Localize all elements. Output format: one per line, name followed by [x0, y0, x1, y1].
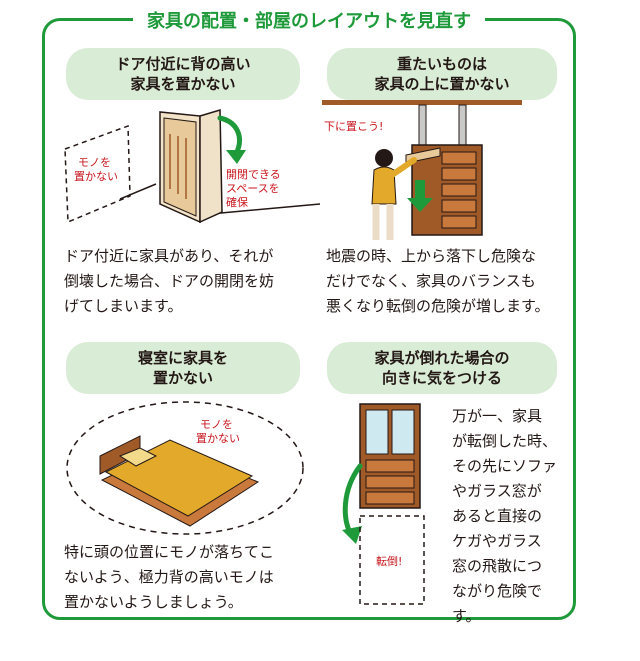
body-direction-line-9: す。 — [452, 607, 481, 625]
bed-pillow — [118, 447, 158, 467]
fall-landing-area — [359, 515, 425, 605]
person-arm — [389, 157, 417, 178]
body-door-line-2: 倒壊した場合、ドアの開閉を妨 — [64, 272, 275, 290]
door-panel — [199, 108, 223, 224]
no-objects-dashed-ellipse — [66, 401, 304, 535]
label-no-objects-bedroom-1: モノを — [200, 418, 233, 431]
drawer-4 — [441, 199, 477, 213]
glass-door-left — [365, 409, 389, 455]
cabinet-slats — [169, 134, 187, 199]
ceiling — [322, 100, 522, 105]
body-direction-line-5: あると直接の — [452, 507, 543, 525]
drawer-1 — [441, 151, 477, 165]
person-legs — [372, 204, 394, 240]
label-no-objects-bedroom-2: 置かない — [196, 432, 240, 445]
fall-arrowhead — [342, 526, 362, 544]
label-no-objects-door-1: モノを — [78, 156, 111, 169]
cabinet-drawer-1 — [365, 459, 415, 473]
body-door: ドア付近に家具があり、それが 倒壊した場合、ドアの開閉を妨 げてしまいます。 — [64, 244, 314, 319]
body-bedroom-line-2: ないよう、極力背の高いモノは — [64, 568, 274, 586]
heading-direction-line-1: 家具が倒れた場合の — [374, 349, 510, 367]
body-direction: 万が一、家具 が転倒した時、 その先にソファ やガラス窓が あると直接の ケガや… — [452, 404, 568, 629]
body-heavy: 地震の時、上から落下し危険な だけでなく、家具のバランスも 悪くなり転倒の危険が… — [326, 244, 576, 319]
door-swing-arrowhead — [226, 150, 246, 164]
body-direction-line-1: 万が一、家具 — [452, 407, 543, 425]
heavy-illustration: 下に置こう! — [322, 100, 522, 240]
drawer-3 — [441, 183, 477, 197]
person-head — [375, 149, 393, 167]
tension-rod-left — [418, 104, 427, 146]
heading-direction-line-2: 向きに気をつける — [381, 369, 502, 387]
body-bedroom-line-1: 特に頭の位置にモノが落ちてこ — [64, 543, 275, 561]
label-space-3: 確保 — [226, 195, 248, 209]
no-objects-dashed-area — [64, 124, 131, 224]
content-frame: 家具の配置・部屋のレイアウトを見直す — [42, 7, 576, 620]
heading-bedroom-line-2: 置かない — [152, 369, 213, 387]
bedroom-illustration: モノを 置かない — [66, 401, 304, 535]
label-no-objects-door-2: 置かない — [74, 170, 118, 183]
cabinet-drawer-3 — [365, 491, 415, 505]
body-door-line-3: げてしまいます。 — [64, 297, 183, 315]
body-direction-line-8: ながり危険で — [452, 582, 543, 600]
label-fall: 転倒! — [376, 555, 402, 568]
glass-door-right — [391, 409, 415, 455]
body-bedroom-line-3: 置かないようしましょう。 — [64, 593, 243, 611]
heading-heavy-line-1: 重たいものは — [396, 55, 487, 73]
page-title: 家具の配置・部屋のレイアウトを見直す — [133, 7, 485, 33]
body-direction-line-4: やガラス窓が — [452, 482, 542, 500]
heading-door-line-1: ドア付近に背の高い — [115, 55, 251, 73]
door-illustration: モノを 置かない 開閉できる スペースを 確保 — [64, 108, 321, 224]
label-put-down: 下に置こう! — [324, 120, 383, 133]
body-heavy-line-1: 地震の時、上から落下し危険な — [326, 247, 537, 265]
floor-line-right — [209, 203, 321, 215]
heading-door: ドア付近に背の高い 家具を置かない — [66, 48, 300, 100]
drawer-2 — [441, 167, 477, 181]
cabinet — [163, 117, 197, 217]
heading-bedroom: 寝室に家具を 置かない — [66, 342, 300, 394]
body-bedroom: 特に頭の位置にモノが落ちてこ ないよう、極力背の高いモノは 置かないようしましょ… — [64, 540, 314, 615]
heading-heavy-line-2: 家具の上に置かない — [374, 75, 510, 93]
drawer-5 — [441, 215, 477, 229]
door-swing-arrow — [217, 115, 242, 157]
body-heavy-line-3: 悪くなり転倒の危険が増します。 — [326, 297, 550, 315]
cabinet-drawer-2 — [365, 475, 415, 489]
body-direction-line-7: 窓の飛散につ — [452, 557, 543, 575]
label-space-1: 開閉できる — [226, 168, 281, 181]
body-heavy-line-2: だけでなく、家具のバランスも — [326, 272, 536, 290]
floor-line-left — [119, 183, 157, 200]
body-direction-line-6: ケガやガラス — [452, 532, 542, 550]
body-door-line-1: ドア付近に家具があり、それが — [64, 247, 274, 265]
direction-illustration: 転倒! — [342, 403, 425, 605]
label-space-2: スペースを — [226, 182, 280, 195]
fall-arrow — [342, 463, 363, 539]
heading-heavy: 重たいものは 家具の上に置かない — [327, 48, 557, 100]
down-arrow — [407, 180, 433, 212]
body-direction-line-3: その先にソファ — [452, 457, 558, 475]
body-direction-line-2: が転倒した時、 — [452, 432, 558, 450]
heading-bedroom-line-1: 寝室に家具を — [137, 349, 228, 367]
heading-direction: 家具が倒れた場合の 向きに気をつける — [327, 342, 557, 394]
heading-door-line-2: 家具を置かない — [130, 75, 236, 93]
tension-rod-right — [458, 104, 467, 146]
